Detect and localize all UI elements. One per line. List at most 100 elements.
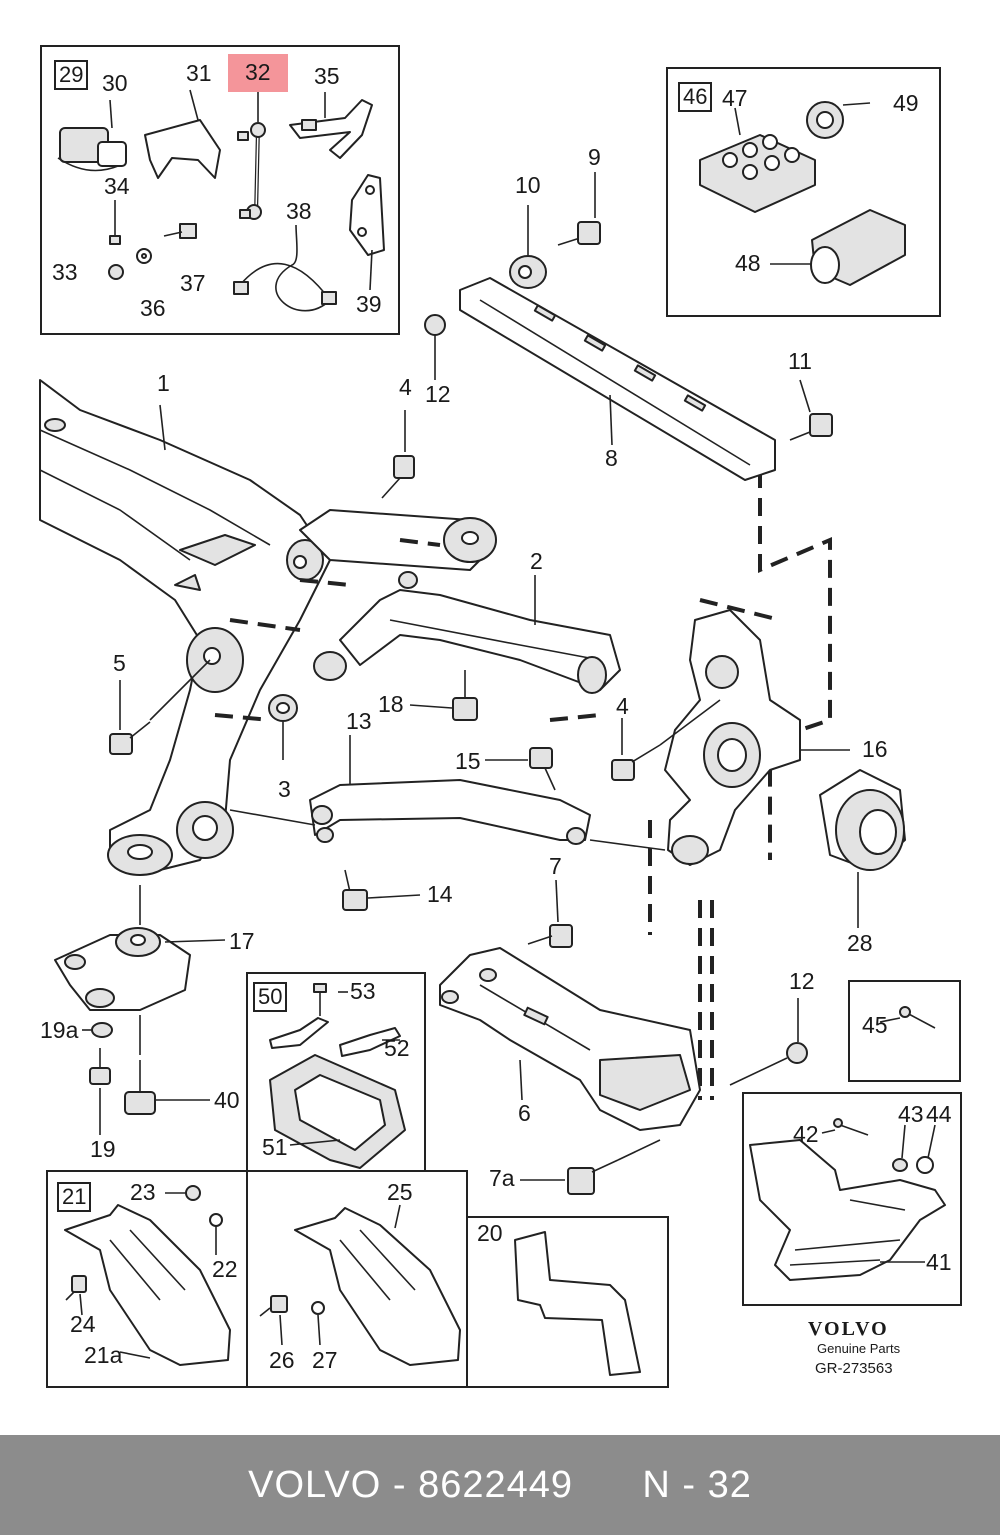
footer-make: VOLVO (248, 1463, 382, 1506)
callout-32: 32 (245, 59, 271, 85)
callout-9: 9 (588, 144, 601, 170)
callout-22: 22 (212, 1256, 238, 1282)
nut-12-lower-drawing (729, 998, 808, 1086)
callout-48: 48 (735, 250, 761, 276)
callout-6: 6 (518, 1100, 531, 1126)
bush-48-drawing (770, 209, 906, 286)
link-rod-32-drawing (237, 90, 266, 220)
callout-1: 1 (157, 370, 170, 396)
callout-7: 7 (549, 853, 562, 879)
callout-35: 35 (314, 63, 340, 89)
callout-4-lower: 4 (616, 693, 629, 719)
bushing-block-47-drawing (699, 107, 816, 213)
callout-24: 24 (70, 1311, 96, 1337)
diagram-drawing (39, 89, 946, 1376)
callout-26: 26 (269, 1347, 295, 1373)
callout-2: 2 (530, 548, 543, 574)
callout-25: 25 (387, 1179, 413, 1205)
footer-position: N - 32 (642, 1463, 752, 1506)
bolt-15-drawing (485, 747, 556, 791)
hub-28-drawing (819, 769, 906, 928)
highlight-marker (228, 54, 288, 92)
callout-38: 38 (286, 198, 312, 224)
callout-34: 34 (104, 173, 130, 199)
callout-49: 49 (893, 90, 919, 116)
footer-gap (573, 1464, 642, 1507)
group-box-21: 21 (57, 1182, 92, 1212)
wire-38-drawing (233, 224, 337, 312)
bolt-14-drawing (342, 869, 421, 911)
callout-47: 47 (722, 85, 748, 111)
callout-42: 42 (793, 1121, 819, 1147)
bolt-18-drawing (409, 670, 478, 721)
callout-10: 10 (515, 172, 541, 198)
nut-12-top-drawing (424, 314, 446, 380)
bolt-11-drawing (789, 379, 833, 441)
parts-diagram: 29 46 50 21 30 31 32 35 34 33 36 37 38 3… (39, 45, 962, 1388)
callout-27: 27 (312, 1347, 338, 1373)
callout-12-upper: 12 (425, 381, 451, 407)
callout-31: 31 (186, 60, 212, 86)
callout-28: 28 (847, 930, 873, 956)
callout-4-upper: 4 (399, 374, 412, 400)
diagram-reference: GR-273563 (815, 1360, 893, 1377)
callout-41: 41 (926, 1249, 952, 1275)
callout-36: 36 (140, 295, 166, 321)
callout-23: 23 (130, 1179, 156, 1205)
plate-39-drawing (349, 174, 385, 291)
brand-subtitle: Genuine Parts (817, 1341, 901, 1356)
assembly-dashes-drawing (214, 470, 832, 1100)
callout-33: 33 (52, 259, 78, 285)
callout-52: 52 (384, 1035, 410, 1061)
callout-8: 8 (605, 445, 618, 471)
crossmember-8-drawing (459, 277, 776, 481)
subframe-1-drawing (39, 379, 497, 876)
bolt-7-drawing (527, 879, 573, 948)
callout-18: 18 (378, 691, 404, 717)
trailing-arm-6-drawing (439, 947, 701, 1131)
callout-12-lower: 12 (789, 968, 815, 994)
callout-3: 3 (278, 776, 291, 802)
bolt-7a-drawing (520, 1139, 661, 1195)
callout-44: 44 (926, 1101, 952, 1127)
footer-part-number: 8622449 (418, 1463, 573, 1506)
callout-19: 19 (90, 1136, 116, 1162)
mudflap-25-drawing (259, 1204, 461, 1366)
shield-41-drawing (749, 1118, 946, 1281)
lateral-link-13-drawing (229, 735, 666, 851)
nut-49-drawing (806, 101, 871, 139)
small-fasteners-29-drawing (108, 200, 197, 280)
bolt-4-lower-drawing (611, 699, 721, 781)
callout-13: 13 (346, 708, 372, 734)
callout-14: 14 (427, 881, 453, 907)
callout-20: 20 (477, 1220, 503, 1246)
callout-53: 53 (350, 978, 376, 1004)
screw-45-drawing (879, 1006, 936, 1029)
group-box-50: 50 (253, 982, 288, 1012)
footer-separator: - (381, 1463, 419, 1506)
group-box-29: 29 (54, 60, 89, 90)
panel-20 (466, 1216, 669, 1388)
control-arm-2-drawing (313, 571, 621, 694)
gasket-20-drawing (514, 1231, 641, 1376)
panel-29 (40, 45, 400, 335)
panel-45 (848, 980, 961, 1082)
group-box-46: 46 (678, 82, 713, 112)
washer-bolt-9-10-drawing (509, 172, 601, 289)
callout-15: 15 (455, 748, 481, 774)
callout-17: 17 (229, 928, 255, 954)
knuckle-16-drawing (664, 609, 850, 866)
callout-30: 30 (102, 70, 128, 96)
callout-5: 5 (113, 650, 126, 676)
bracket-31-drawing (144, 89, 221, 179)
callout-11: 11 (788, 348, 812, 374)
callout-7a: 7a (489, 1165, 515, 1191)
callout-16: 16 (862, 736, 888, 762)
callout-43: 43 (898, 1101, 924, 1127)
callout-45: 45 (862, 1012, 888, 1038)
washer-3-drawing (268, 694, 298, 760)
callout-51: 51 (262, 1134, 288, 1160)
brand-logo: VOLVO (808, 1318, 889, 1340)
callout-39: 39 (356, 291, 382, 317)
bracket-35-drawing (289, 92, 373, 159)
